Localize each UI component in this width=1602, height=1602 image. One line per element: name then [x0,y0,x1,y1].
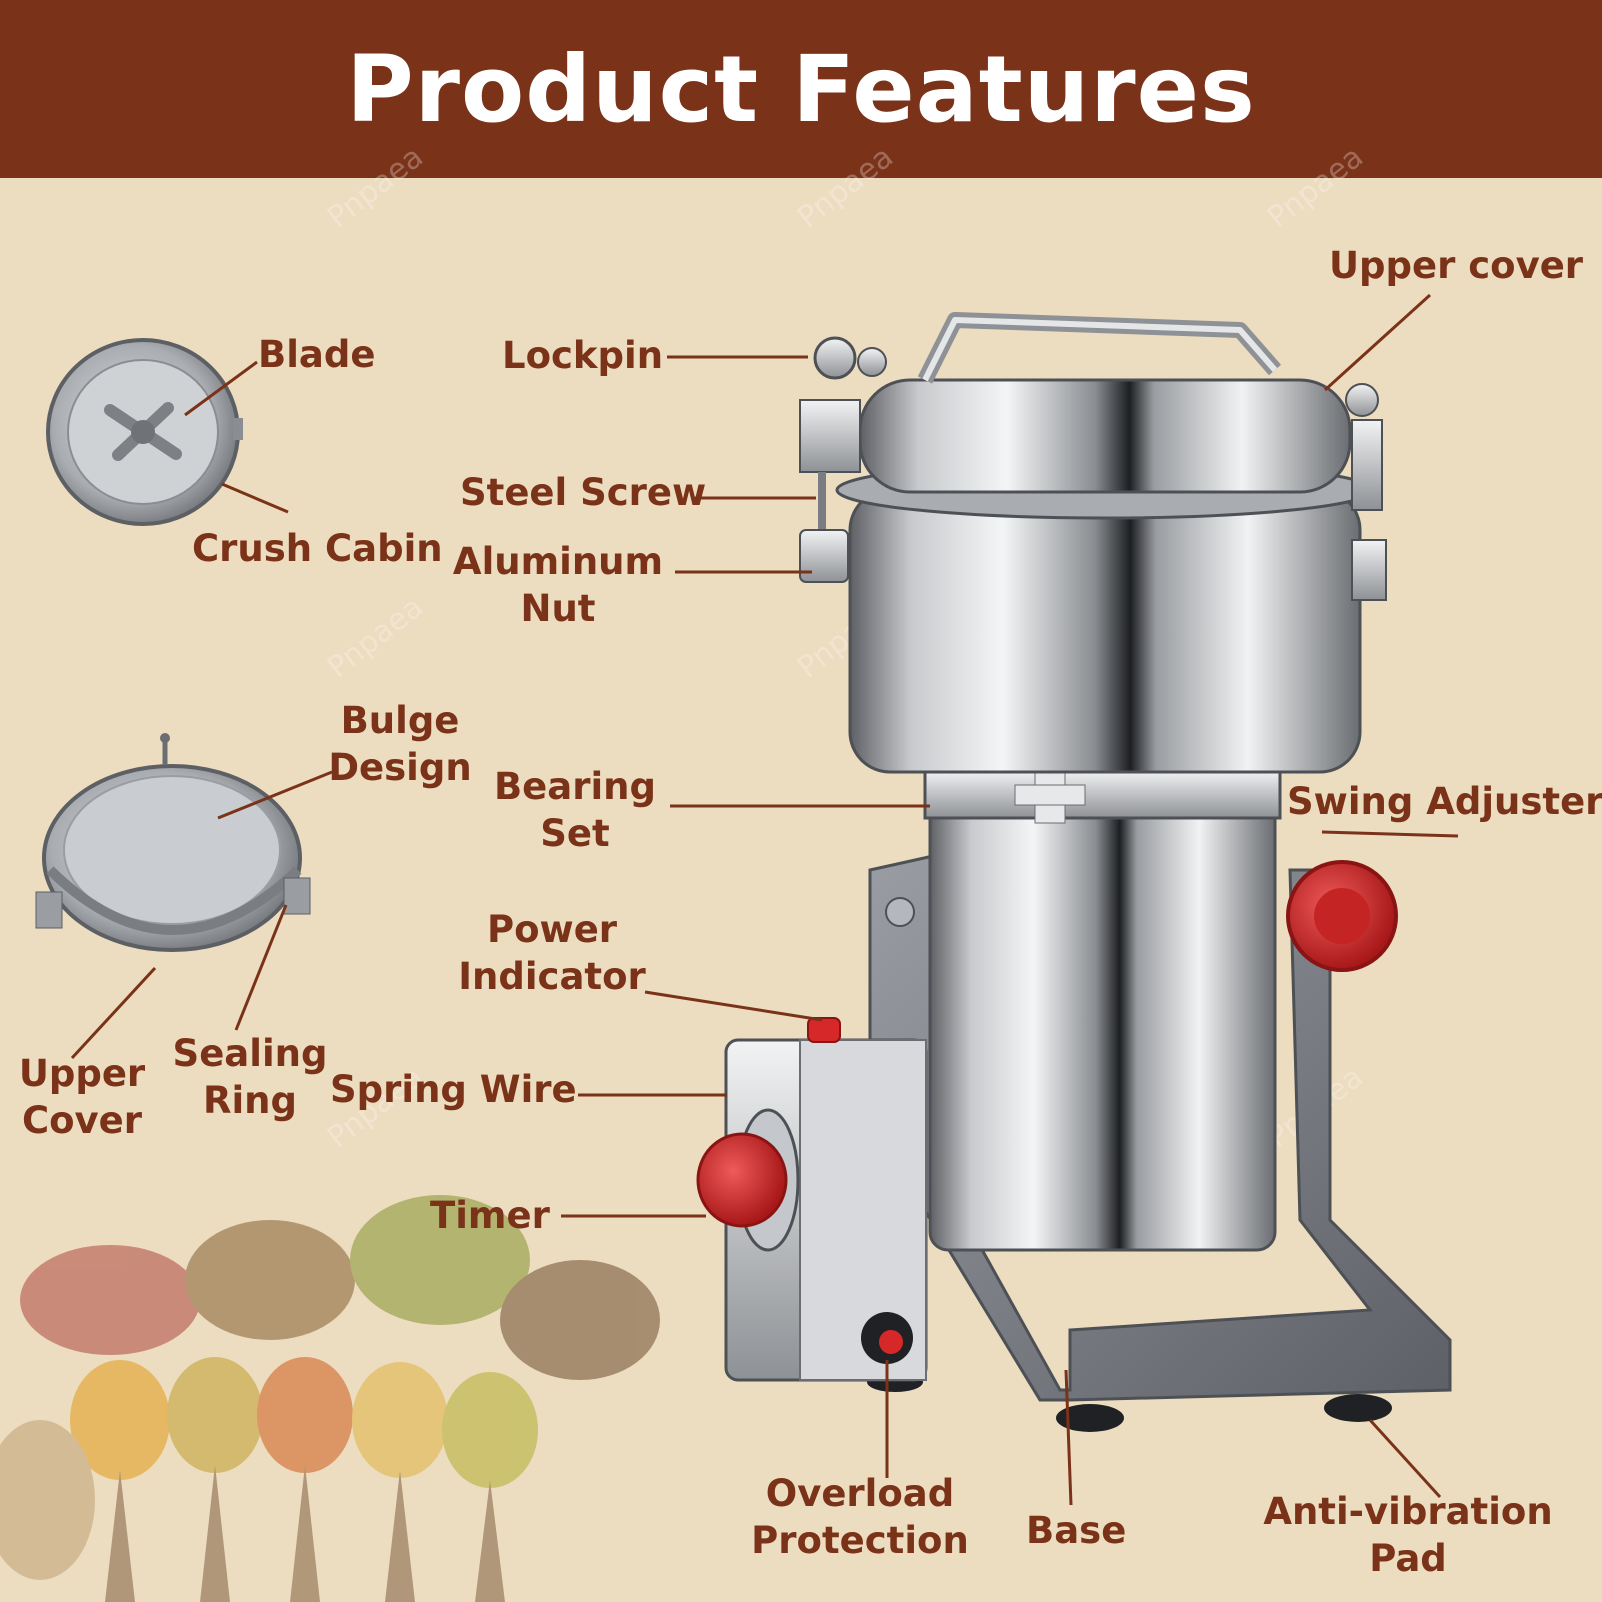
label-blade: Blade [258,333,376,376]
grinder-image [696,312,1452,1432]
label-line: Indicator [458,955,646,998]
label-line: Overload [765,1472,955,1515]
label-line: Nut [520,587,596,630]
label-line: Anti-vibration [1263,1490,1553,1533]
label-line: Protection [751,1519,969,1562]
label-line: Power [486,908,618,951]
label-power-indicator: Power Indicator [458,906,646,1000]
label-upper-cover-top: Upper cover [1329,244,1584,287]
label-base: Base [1026,1509,1127,1552]
spices-decoration [0,1195,660,1602]
label-bearing-set: Bearing Set [494,763,656,857]
label-line: Aluminum [452,540,664,583]
label-steel-screw: Steel Screw [460,471,707,514]
label-upper-cover-left: Upper Cover [19,1050,145,1144]
label-line: Sealing [172,1032,328,1075]
label-line: Pad [1369,1537,1447,1580]
label-line: Ring [203,1079,297,1122]
header-banner: Product Features [0,0,1602,178]
label-overload-protection: Overload Protection [751,1470,969,1564]
blade-cabin-image [46,338,243,526]
label-line: Design [328,746,472,789]
label-bulge-design: Bulge Design [328,697,471,791]
callout-lines [70,293,1459,1506]
label-line: Bulge [340,699,460,742]
label-lockpin: Lockpin [502,334,664,377]
page-title: Product Features [346,35,1256,143]
label-sealing-ring: Sealing Ring [173,1030,328,1124]
label-spring-wire: Spring Wire [330,1068,577,1111]
upper-cover-image [35,733,311,952]
label-line: Cover [21,1099,143,1142]
label-crush-cabin: Crush Cabin [192,527,443,570]
label-timer: Timer [430,1194,550,1237]
label-line: Bearing [493,765,657,808]
label-aluminum-nut: Aluminum Nut [453,538,663,632]
label-line: Upper [18,1052,146,1095]
label-line: Set [540,812,610,855]
label-anti-vibration-pad: Anti-vibration Pad [1263,1488,1552,1582]
label-swing-adjuster: Swing Adjuster [1287,780,1602,823]
